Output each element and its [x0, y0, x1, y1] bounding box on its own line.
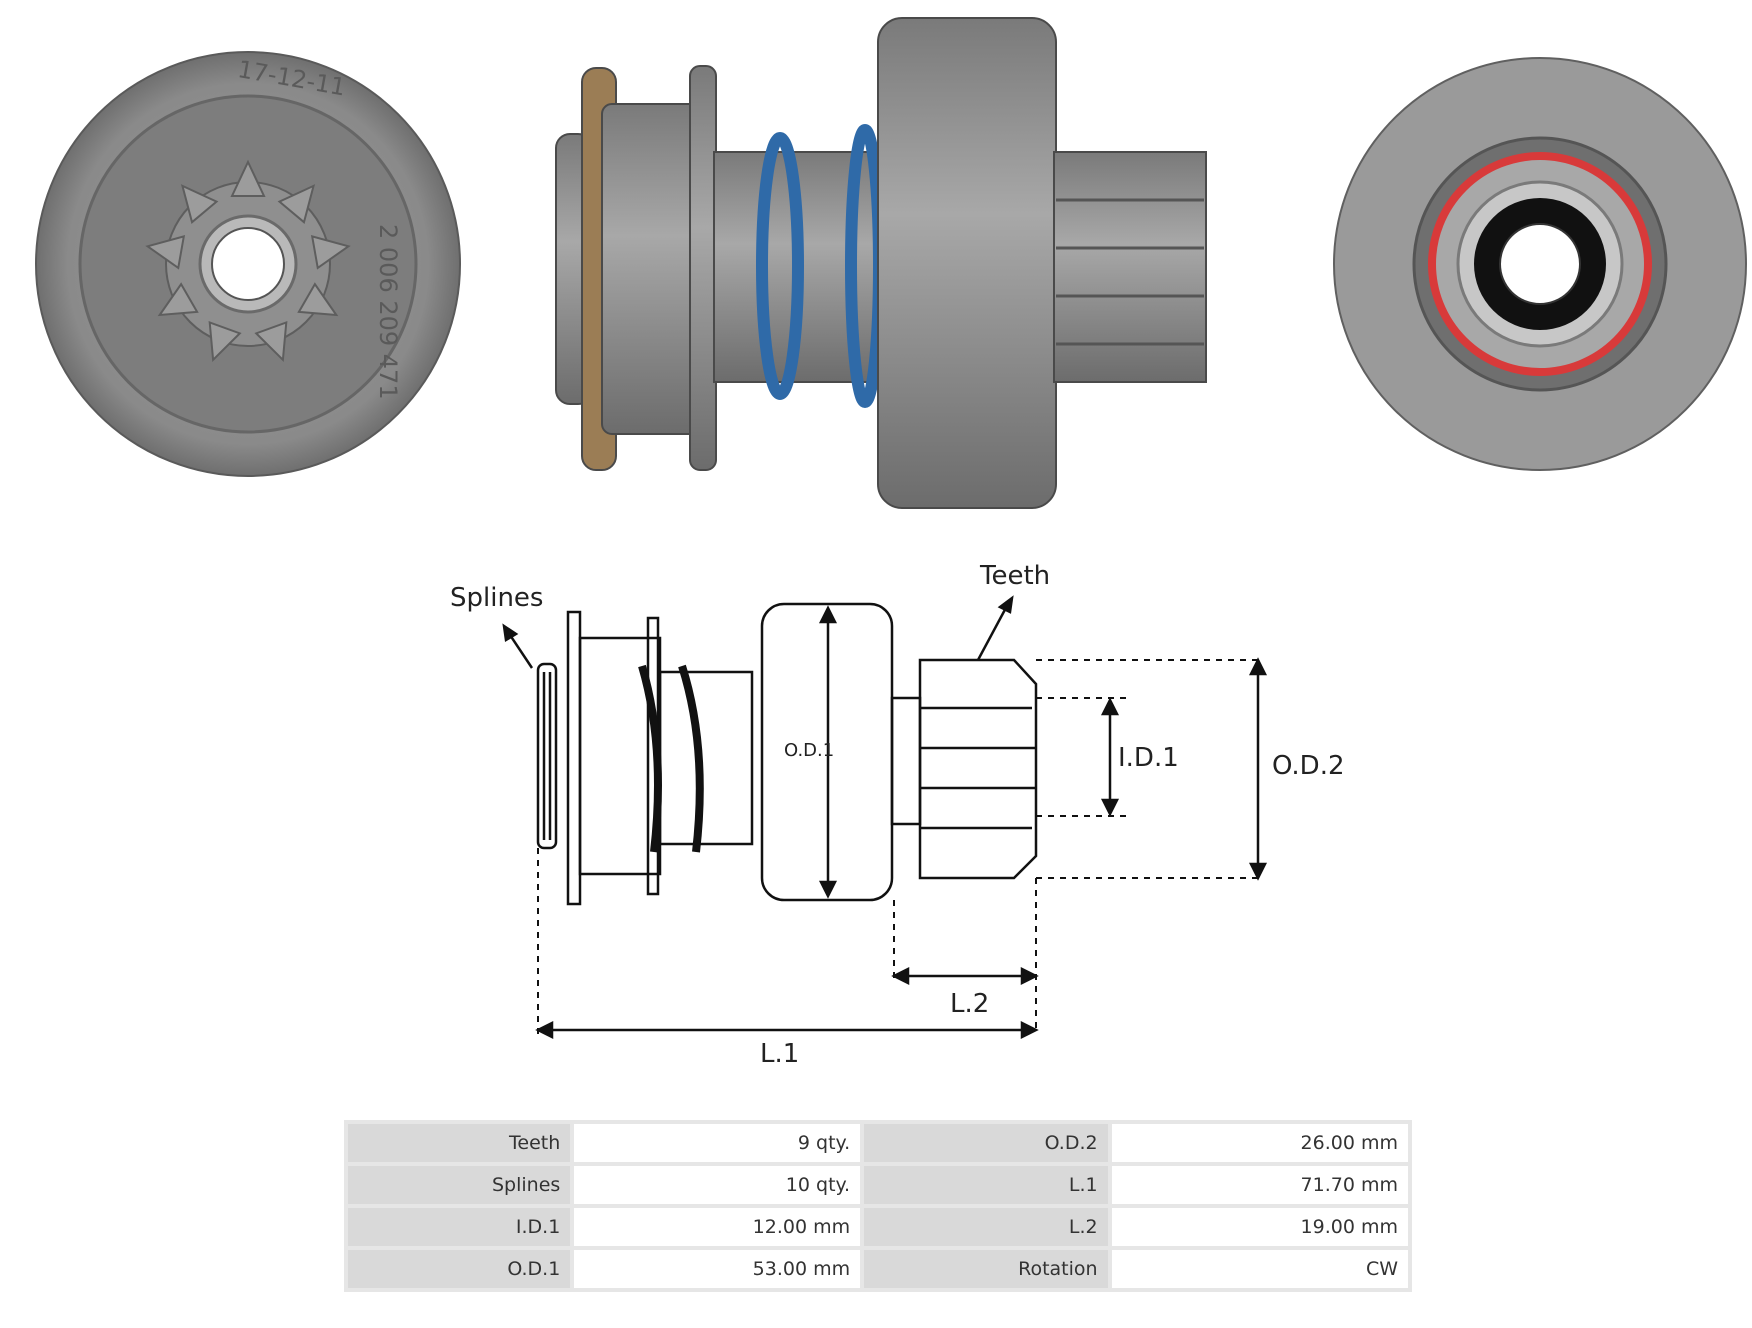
- splines-label: Splines: [450, 583, 543, 613]
- dimension-arrows: [502, 595, 1268, 1040]
- spec-value: 53.00 mm: [574, 1250, 861, 1288]
- spec-key: I.D.1: [348, 1208, 571, 1246]
- spec-key: L.1: [864, 1166, 1108, 1204]
- spec-key: O.D.1: [348, 1250, 571, 1288]
- pinion-gear: [145, 159, 351, 363]
- table-row: Teeth 9 qty. O.D.2 26.00 mm: [348, 1124, 1408, 1162]
- id1-label: I.D.1: [1118, 743, 1179, 773]
- teeth-label: Teeth: [979, 561, 1050, 591]
- spec-value: 26.00 mm: [1111, 1124, 1408, 1162]
- pinion-teeth: [1053, 151, 1207, 383]
- spec-key: Teeth: [348, 1124, 571, 1162]
- outline-drawing: [536, 602, 1038, 906]
- part-number-marking: 2 006 209 471: [374, 224, 402, 400]
- pinion-front-view-photo: 17-12-11 2 006 209 471: [35, 51, 461, 477]
- spec-value: 10 qty.: [574, 1166, 861, 1204]
- spec-key: Rotation: [864, 1250, 1108, 1288]
- spec-value: 19.00 mm: [1111, 1208, 1408, 1246]
- spec-value: 71.70 mm: [1111, 1166, 1408, 1204]
- spec-key: L.2: [864, 1208, 1108, 1246]
- l1-label: L.1: [760, 1039, 799, 1068]
- pinion-side-view-photo: [555, 17, 1207, 509]
- od1-label: O.D.1: [784, 740, 834, 761]
- extension-lines: [537, 659, 1260, 1034]
- table-row: I.D.1 12.00 mm L.2 19.00 mm: [348, 1208, 1408, 1246]
- table-row: O.D.1 53.00 mm Rotation CW: [348, 1250, 1408, 1288]
- specifications-table: Teeth 9 qty. O.D.2 26.00 mm Splines 10 q…: [344, 1120, 1412, 1292]
- spec-value: 12.00 mm: [574, 1208, 861, 1246]
- spec-key: O.D.2: [864, 1124, 1108, 1162]
- spec-key: Splines: [348, 1166, 571, 1204]
- od2-label: O.D.2: [1272, 751, 1345, 781]
- spec-value: 9 qty.: [574, 1124, 861, 1162]
- l2-label: L.2: [950, 989, 989, 1019]
- dimension-diagram: Splines Teeth O.D.1 I.D.1 O.D.2 L.2 L.1: [450, 561, 1345, 1068]
- spec-value: CW: [1111, 1250, 1408, 1288]
- table-row: Splines 10 qty. L.1 71.70 mm: [348, 1166, 1408, 1204]
- clutch-housing: [877, 17, 1057, 509]
- pinion-rear-view-photo: [1333, 57, 1747, 471]
